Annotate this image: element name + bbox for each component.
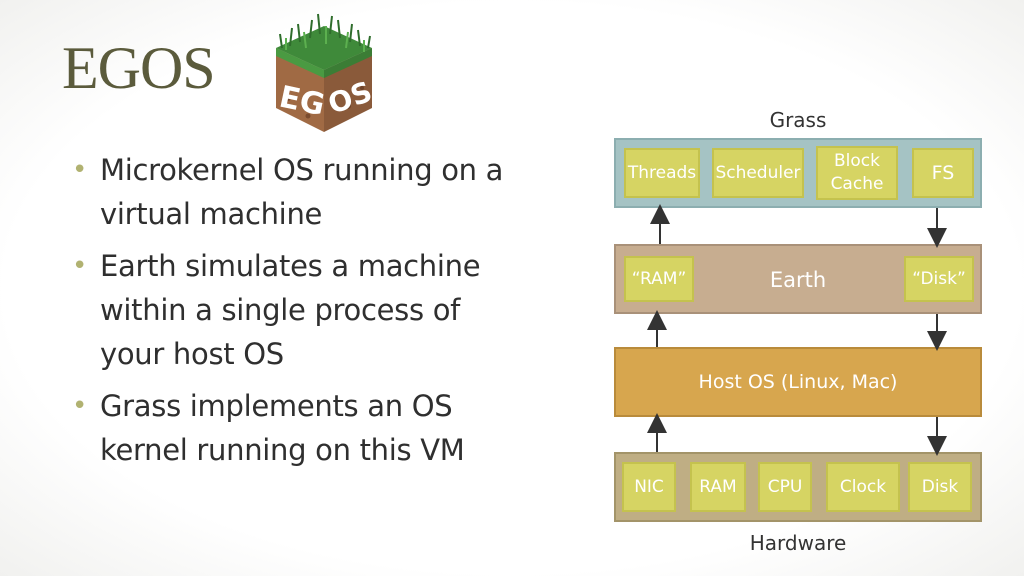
hardware-label: Hardware [749, 531, 847, 555]
hardware-ram-box: RAM [690, 462, 746, 512]
bullet-item: •Earth simulates a machine within a sing… [72, 244, 522, 376]
virtual-disk-box: “Disk” [904, 256, 974, 302]
bullet-item: •Microkernel OS running on a virtual mac… [72, 148, 522, 236]
earth-layer: “RAM” Earth “Disk” [614, 244, 982, 314]
bullet-dot-icon: • [72, 251, 88, 281]
block-cache-box: Block Cache [816, 146, 898, 200]
virtual-ram-box: “RAM” [624, 256, 694, 302]
nic-box: NIC [622, 462, 676, 512]
hardware-disk-box: Disk [908, 462, 972, 512]
bullet-dot-icon: • [72, 391, 88, 421]
grass-layer: Threads Scheduler Block Cache FS [614, 138, 982, 208]
bullet-dot-icon: • [72, 155, 88, 185]
egos-logo: EG OS [276, 13, 376, 132]
block-cache-line1: Block [834, 151, 880, 171]
earth-title: Earth [769, 268, 827, 292]
grass-label: Grass [769, 108, 827, 132]
bullet-list: •Microkernel OS running on a virtual mac… [72, 148, 522, 480]
bullet-item: •Grass implements an OS kernel running o… [72, 384, 522, 472]
fs-box: FS [912, 148, 974, 198]
clock-box: Clock [826, 462, 900, 512]
cpu-box: CPU [758, 462, 812, 512]
block-cache-line2: Cache [830, 174, 884, 194]
scheduler-box: Scheduler [712, 148, 804, 198]
threads-box: Threads [624, 148, 700, 198]
hardware-layer: NIC RAM CPU Clock Disk [614, 452, 982, 522]
slide-title: EGOS [62, 35, 216, 101]
host-os-layer: Host OS (Linux, Mac) [614, 347, 982, 417]
